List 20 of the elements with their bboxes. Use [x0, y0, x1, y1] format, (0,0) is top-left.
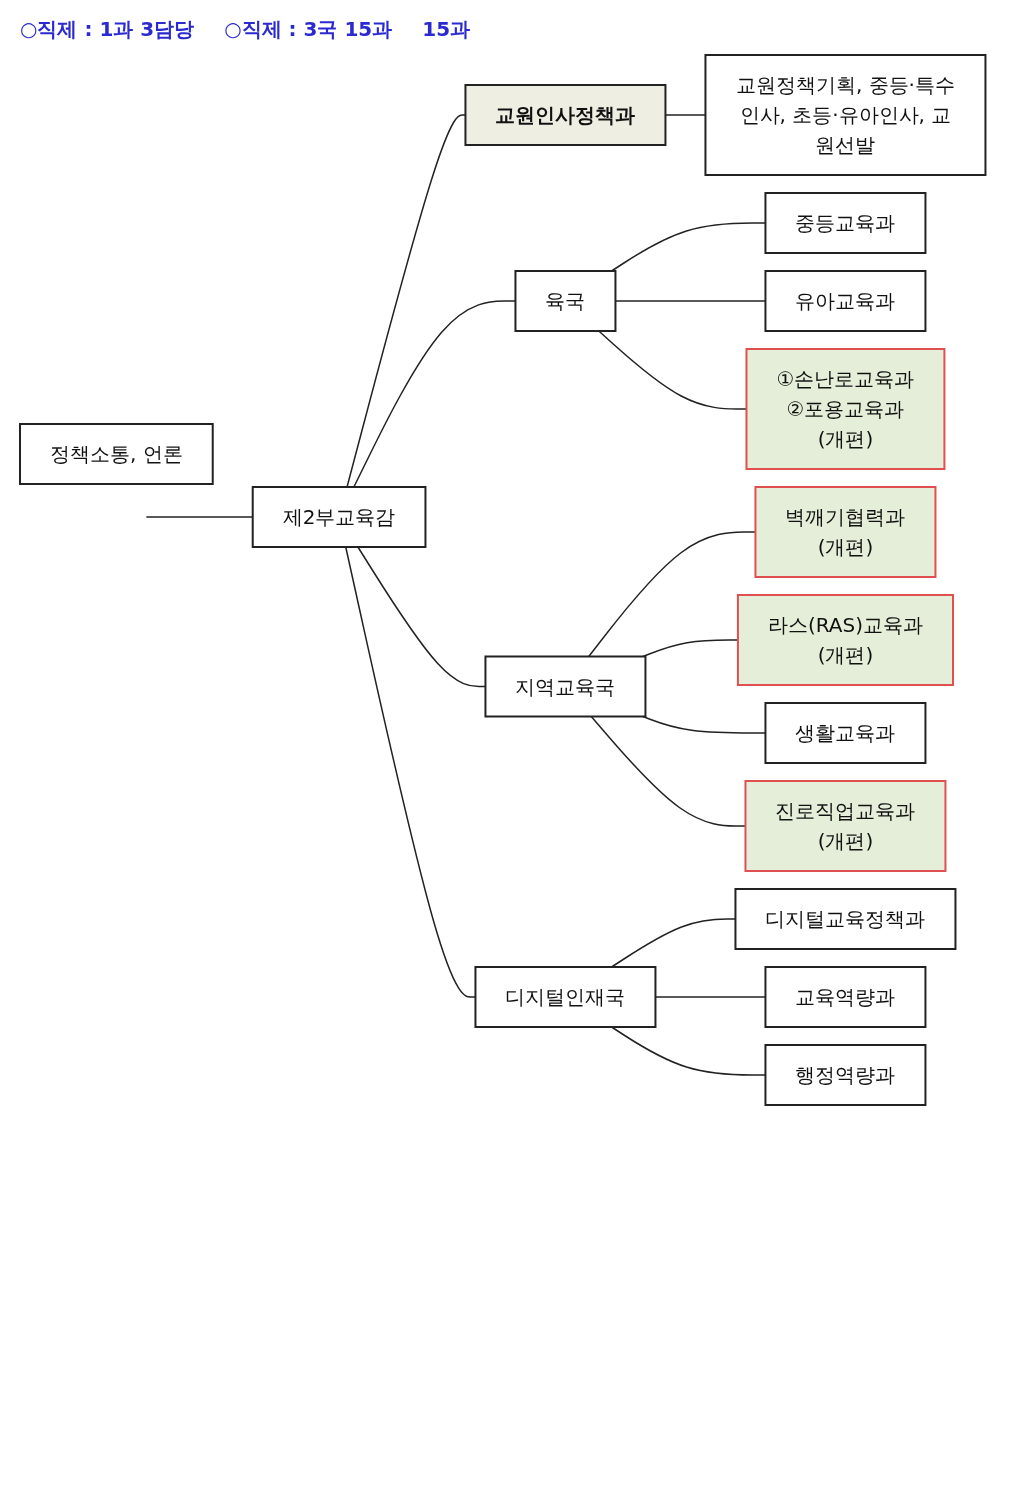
node-box: 교원인사정책과 [464, 84, 667, 146]
node-box: 제2부교육감 [251, 486, 427, 548]
note-text: 15과 [422, 16, 471, 43]
node-box: 정책소통, 언론 [19, 423, 214, 485]
node-box: 교육역량과 [764, 966, 927, 1028]
node-box: 진로직업교육과 (개편) [744, 780, 947, 872]
node-box: 디지털교육정책과 [734, 888, 957, 950]
node-box: 유아교육과 [764, 270, 927, 332]
node-box: 중등교육과 [764, 192, 927, 254]
note-text: ○직제 : 3국 15과 [224, 16, 393, 43]
node-box: 생활교육과 [764, 702, 927, 764]
node-box: 지역교육국 [484, 655, 647, 718]
note-text: ○직제 : 1과 3담당 [20, 16, 195, 43]
node-box: 벽깨기협력과 (개편) [754, 486, 937, 578]
node-box: ①손난로교육과 ②포용교육과 (개편) [745, 348, 946, 470]
node-box: 육국 [514, 270, 617, 332]
node-box: 행정역량과 [764, 1044, 927, 1106]
node-box: 라스(RAS)교육과 (개편) [736, 594, 954, 686]
node-box: 디지털인재국 [474, 966, 657, 1028]
node-box: 교원정책기획, 중등·특수인사, 초등·유아인사, 교원선발 [704, 54, 987, 176]
